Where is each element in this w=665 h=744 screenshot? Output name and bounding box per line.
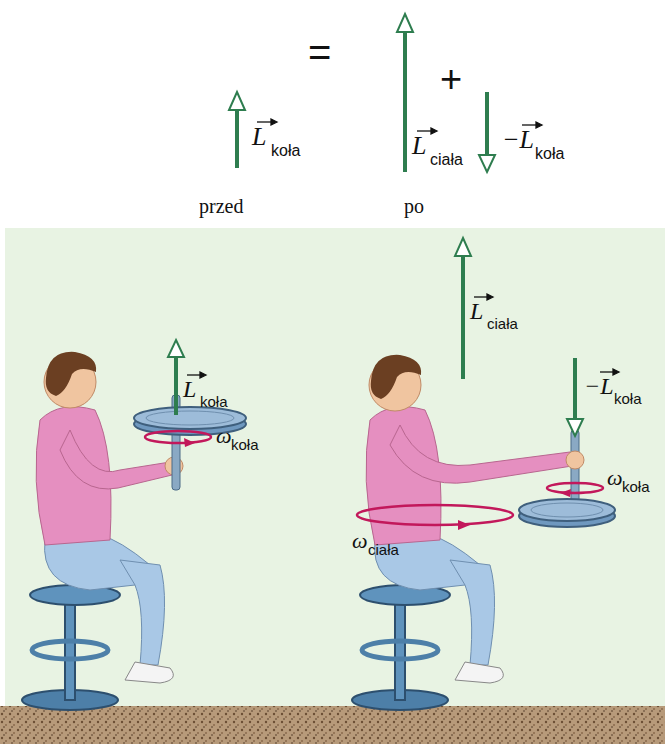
vector-subscript: koła xyxy=(231,437,259,452)
vector-symbol: −L xyxy=(584,374,614,398)
vector-subscript: koła xyxy=(271,143,300,159)
vector-subscript: koła xyxy=(535,146,564,162)
vector-symbol: L xyxy=(470,299,483,323)
angular-velocity-symbol: ω xyxy=(216,425,232,447)
vector-symbol: L xyxy=(252,124,266,150)
vector-subscript: koła xyxy=(622,479,650,494)
state-label: przed xyxy=(199,196,243,216)
plus-sign: + xyxy=(440,60,462,98)
vector-subscript: koła xyxy=(614,391,642,406)
angular-velocity-symbol: ω xyxy=(607,467,623,489)
equals-sign: = xyxy=(308,32,331,72)
vector-subscript: ciała xyxy=(487,316,518,331)
angular-velocity-symbol: ω xyxy=(352,530,368,552)
vector-symbol: L xyxy=(183,377,196,401)
vector-subscript: ciała xyxy=(368,542,399,557)
state-label: po xyxy=(404,196,424,216)
vector-subscript: ciała xyxy=(430,152,463,168)
vector-symbol: −L xyxy=(502,127,534,153)
vector-symbol: L xyxy=(412,133,426,159)
vector-subscript: koła xyxy=(200,394,228,409)
